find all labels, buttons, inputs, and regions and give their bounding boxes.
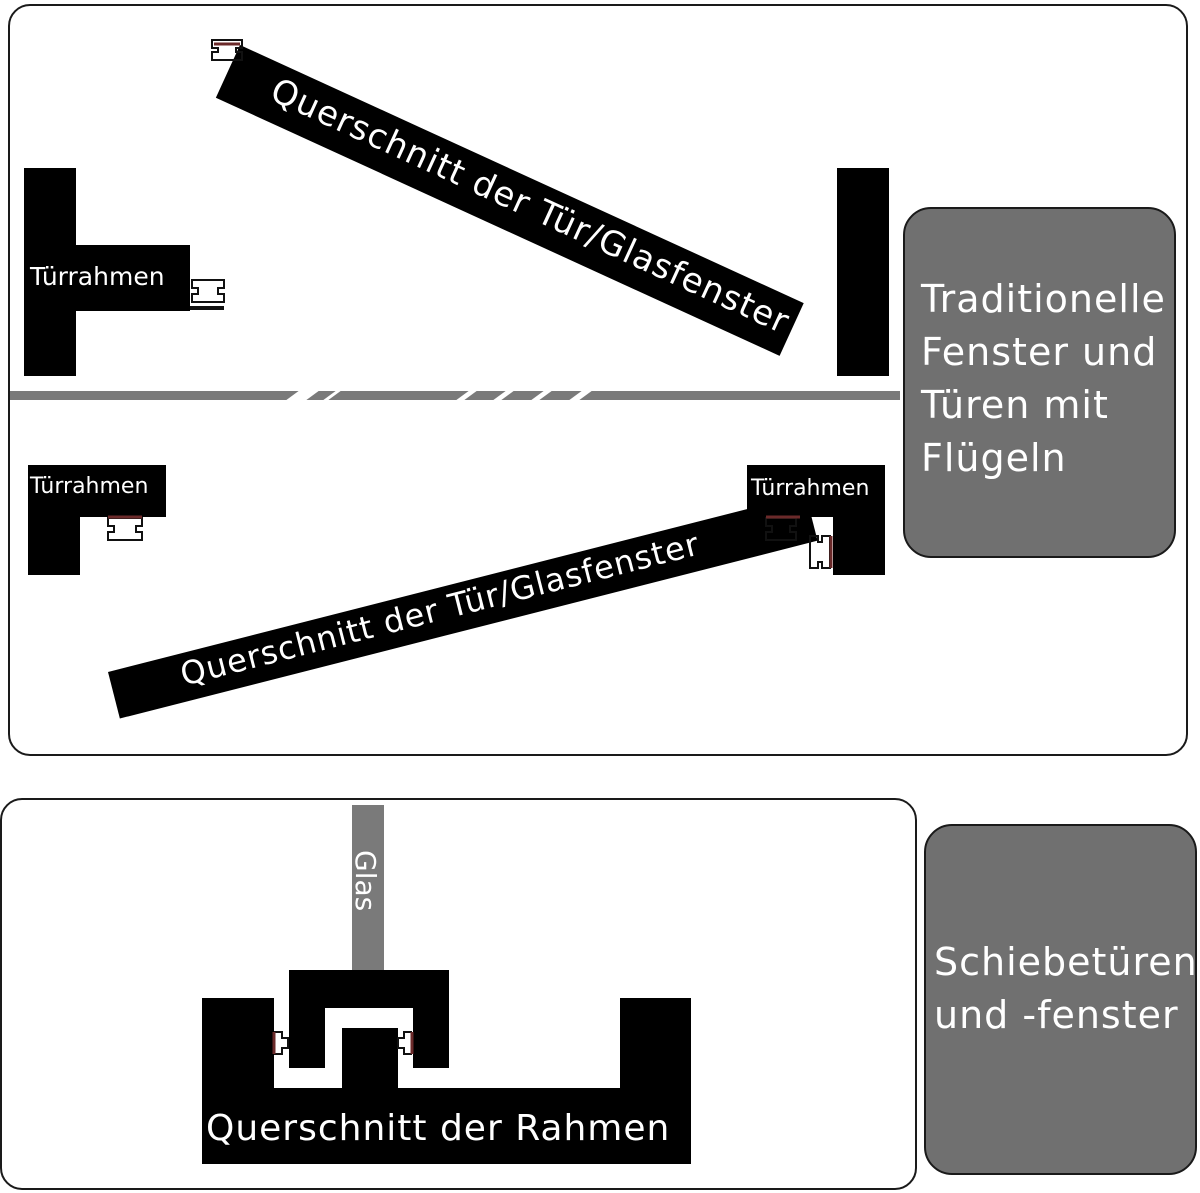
seal-icon	[190, 279, 225, 310]
label-line: Schiebetüren	[934, 940, 1198, 984]
traditional-windows-label: Traditionelle Fenster und Türen mit Flüg…	[903, 207, 1176, 558]
frame-cross-section-label: Querschnitt der Rahmen	[206, 1108, 671, 1149]
glass-pane	[352, 805, 384, 971]
label-line: Traditionelle	[921, 277, 1166, 321]
label-line: Türen mit	[921, 383, 1109, 427]
label-line: Fenster und	[921, 330, 1158, 374]
door-frame-left-lower-leg	[28, 465, 80, 575]
door-frame-right-lower-leg	[833, 465, 885, 575]
seal-icon	[397, 1031, 414, 1055]
door-frame-label-lower-right: Türrahmen	[751, 476, 870, 501]
label-line: und -fenster	[934, 993, 1179, 1037]
door-frame-left-upper-arm	[24, 245, 190, 311]
seal-icon	[211, 39, 243, 61]
door-frame-label-upper: Türrahmen	[30, 262, 165, 291]
seal-icon	[107, 515, 143, 541]
door-frame-right-upper	[837, 168, 889, 376]
door-frame-label-lower-left: Türrahmen	[30, 474, 149, 499]
label-line: Flügeln	[921, 436, 1067, 480]
seal-icon	[809, 535, 833, 569]
sliding-windows-label: Schiebetüren und -fenster	[924, 824, 1197, 1175]
seal-icon	[272, 1031, 289, 1055]
seal-icon	[765, 515, 800, 541]
